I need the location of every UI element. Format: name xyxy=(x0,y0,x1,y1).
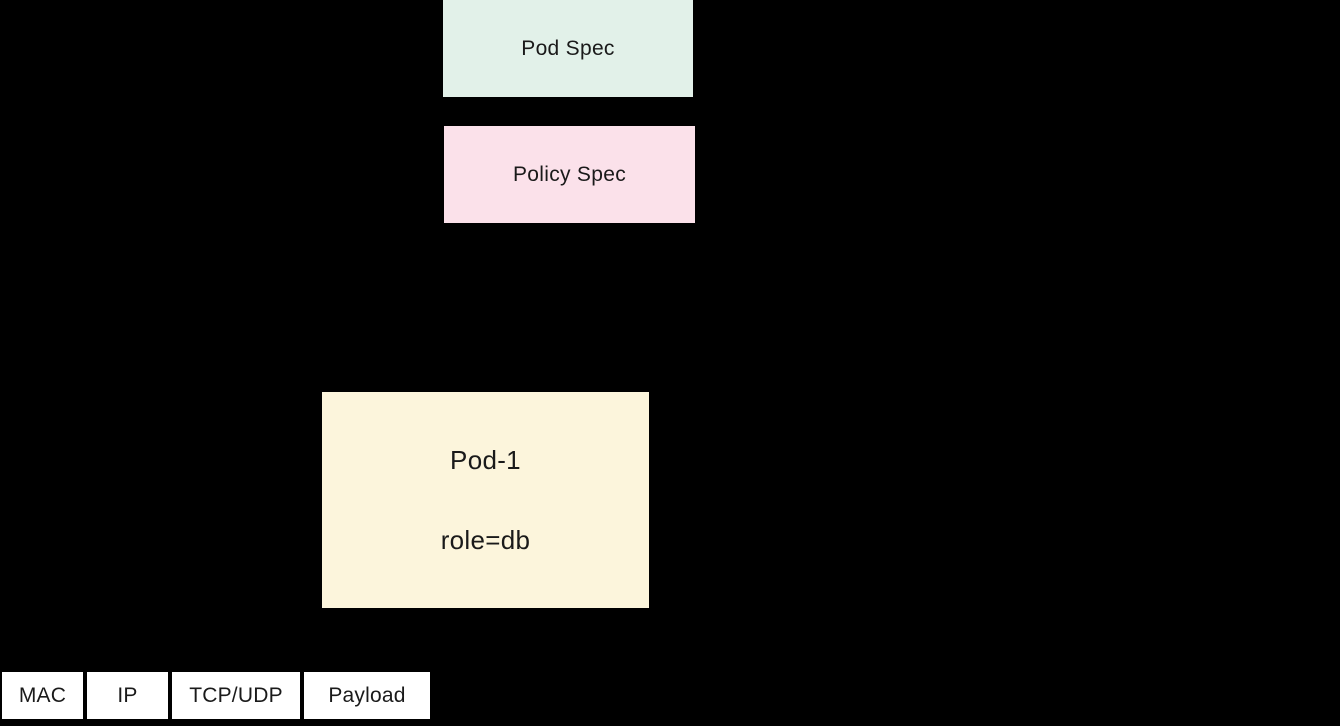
packet-field-ip: IP xyxy=(87,672,168,719)
packet-field-tcp-udp: TCP/UDP xyxy=(172,672,300,719)
packet-field-payload: Payload xyxy=(304,672,430,719)
packet-field-mac: MAC xyxy=(2,672,83,719)
pod1-box: Pod-1 role=db xyxy=(322,392,649,608)
pod-spec-box: Pod Spec xyxy=(443,0,693,97)
pod-spec-label: Pod Spec xyxy=(521,36,615,60)
policy-spec-box: Policy Spec xyxy=(444,126,695,223)
policy-spec-label: Policy Spec xyxy=(512,162,627,186)
pod1-role-label: role=db xyxy=(440,525,531,555)
pod1-title: Pod-1 xyxy=(450,445,521,475)
